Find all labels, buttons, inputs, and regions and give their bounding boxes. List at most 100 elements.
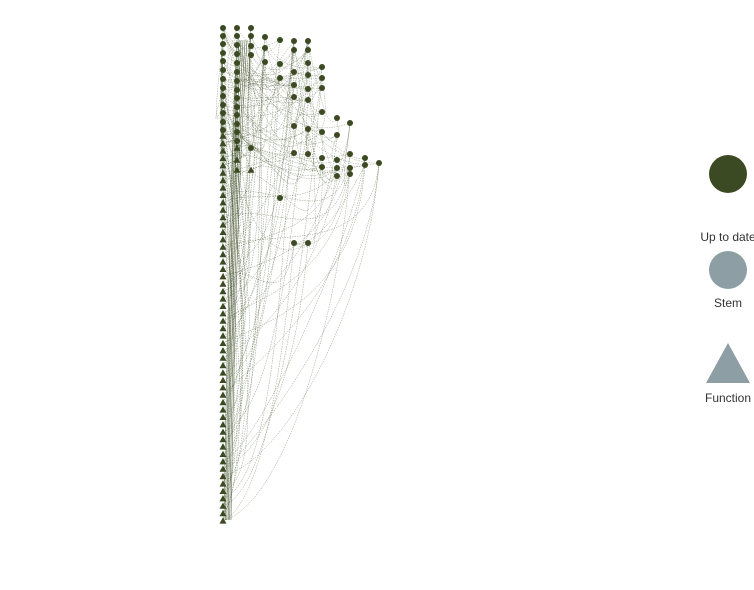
object-node[interactable] [319,155,325,161]
function-node[interactable] [219,443,227,450]
object-node[interactable] [305,97,311,103]
function-node[interactable] [247,166,255,173]
object-node[interactable] [291,123,297,129]
function-node[interactable] [219,376,227,383]
object-node[interactable] [234,87,240,93]
function-node[interactable] [219,213,227,221]
function-node[interactable] [219,162,227,169]
object-node[interactable] [347,151,353,157]
object-node[interactable] [305,151,311,157]
object-node[interactable] [334,157,340,163]
object-node[interactable] [248,25,254,31]
object-node[interactable] [234,60,240,66]
object-node[interactable] [262,45,268,51]
function-node[interactable] [233,144,241,151]
object-node[interactable] [234,42,240,48]
function-node[interactable] [219,428,227,435]
object-node[interactable] [305,60,311,66]
function-node[interactable] [219,265,227,272]
object-node[interactable] [305,126,311,132]
object-node[interactable] [305,240,311,246]
function-node[interactable] [219,147,227,154]
function-node[interactable] [219,176,227,184]
function-node[interactable] [219,465,227,472]
object-node[interactable] [220,93,226,99]
object-node[interactable] [220,119,226,125]
object-node[interactable] [305,47,311,53]
function-node[interactable] [219,221,227,228]
object-node[interactable] [234,112,240,118]
function-node[interactable] [219,339,227,346]
function-node[interactable] [219,472,227,480]
object-node[interactable] [291,94,297,100]
object-node[interactable] [319,164,325,170]
object-node[interactable] [291,69,297,75]
object-node[interactable] [220,110,226,116]
function-node[interactable] [219,354,227,361]
object-node[interactable] [376,160,382,166]
function-node[interactable] [219,384,227,391]
function-node[interactable] [219,310,227,317]
object-node[interactable] [234,95,240,101]
function-node[interactable] [219,302,227,309]
object-node[interactable] [220,76,226,82]
function-node[interactable] [219,154,227,161]
object-node[interactable] [234,33,240,39]
function-node[interactable] [219,191,227,198]
function-node[interactable] [219,361,227,369]
function-node[interactable] [219,258,227,265]
object-node[interactable] [262,34,268,40]
object-node[interactable] [347,120,353,126]
function-node[interactable] [219,495,227,502]
object-node[interactable] [220,127,226,133]
function-node[interactable] [219,450,227,457]
object-node[interactable] [248,52,254,58]
object-node[interactable] [319,129,325,135]
object-node[interactable] [305,38,311,44]
object-node[interactable] [319,75,325,81]
object-node[interactable] [220,67,226,73]
function-node[interactable] [219,273,227,280]
object-node[interactable] [362,162,368,168]
object-node[interactable] [262,59,268,65]
object-node[interactable] [248,145,254,151]
object-node[interactable] [220,102,226,108]
function-node[interactable] [219,280,227,287]
function-node[interactable] [219,295,227,302]
object-node[interactable] [334,173,340,179]
object-node[interactable] [291,240,297,246]
object-node[interactable] [347,165,353,171]
function-node[interactable] [219,458,227,465]
function-node[interactable] [219,435,227,443]
object-node[interactable] [305,72,311,78]
function-node[interactable] [219,228,227,235]
object-node[interactable] [220,41,226,47]
function-node[interactable] [219,199,227,206]
function-node[interactable] [219,250,227,258]
object-node[interactable] [234,121,240,127]
function-node[interactable] [219,324,227,332]
object-node[interactable] [248,33,254,39]
object-node[interactable] [291,38,297,44]
function-node[interactable] [219,391,227,398]
function-node[interactable] [219,169,227,176]
function-node[interactable] [219,347,227,354]
object-node[interactable] [234,129,240,135]
object-node[interactable] [234,25,240,31]
object-node[interactable] [248,43,254,49]
function-node[interactable] [219,480,227,487]
object-node[interactable] [347,171,353,177]
object-node[interactable] [305,86,311,92]
object-node[interactable] [277,37,283,43]
function-node[interactable] [219,243,227,250]
function-node[interactable] [219,139,227,147]
object-node[interactable] [319,109,325,115]
object-node[interactable] [291,47,297,53]
object-node[interactable] [362,155,368,161]
object-node[interactable] [291,82,297,88]
object-node[interactable] [220,50,226,56]
function-node[interactable] [219,398,227,406]
object-node[interactable] [234,69,240,75]
object-node[interactable] [234,104,240,110]
